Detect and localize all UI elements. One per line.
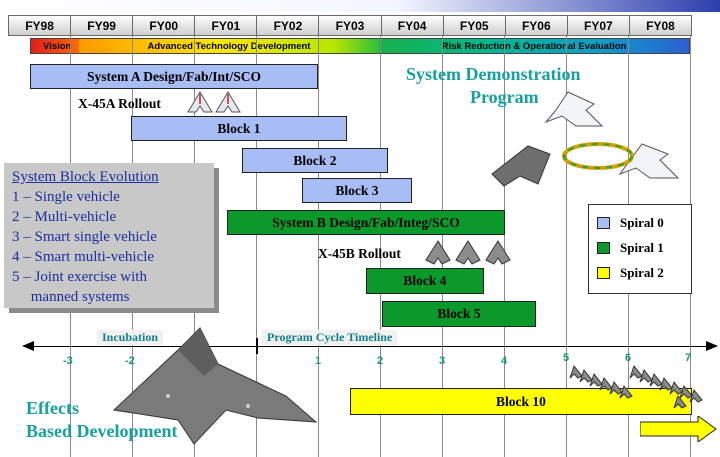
legend-swatch [597,242,610,254]
incubation-label: Incubation [97,330,164,345]
fy-cell: FY06 [506,16,568,35]
evolution-item: 3 – Smart single vehicle [12,229,157,245]
x45b-rollout-label: X-45B Rollout [318,246,401,261]
grid-line [318,36,319,457]
timeline-tick: 1 [315,355,322,367]
demo-title-line1: System Demonstration [406,64,581,84]
demonstration-aircraft-illustration [491,91,680,187]
fy-cell: FY08 [646,18,675,33]
yellow-arrow-icon [640,416,717,442]
phase-vision: Vision [31,39,79,53]
block-10-bar: Block 10 [350,388,692,415]
evolution-item: 4 – Smart multi-vehicle [12,249,155,265]
system-block-evolution-box: System Block Evolution 1 – Single vehicl… [4,163,214,308]
timeline-axis [28,346,716,347]
block-5-bar: Block 5 [382,301,536,327]
timeline-divider [256,338,258,354]
grid-line [504,36,505,457]
legend-label: Spiral 1 [620,240,664,255]
x45b-aircraft-icon [425,240,511,265]
timeline-tick: 5 [563,352,570,364]
evolution-item: manned systems [12,289,130,305]
evolution-item: 5 – Joint exercise with [12,269,147,285]
block-3-bar: Block 3 [302,178,412,203]
x45a-aircraft-icon [187,91,241,113]
block-2-bar: Block 2 [242,148,388,173]
fy-cell: FY00 [133,16,196,35]
evolution-item: 1 – Single vehicle [12,189,120,205]
legend-item: Spiral 1 [597,240,664,256]
legend: Spiral 0 Spiral 1 Spiral 2 [588,204,692,294]
effects-title-line1: Effects [26,398,79,418]
block-1-bar: Block 1 [131,116,347,141]
timeline-tick: 7 [685,352,692,364]
system-a-bar: System A Design/Fab/Int/SCO [30,64,318,89]
grid-line [566,36,567,457]
evolution-item: 2 – Multi-vehicle [12,209,117,225]
fy-cell: FY05 [444,16,506,35]
legend-swatch [597,267,610,279]
timeline-tick: 2 [377,355,384,367]
effects-title-line2: Based Development [26,421,178,441]
timeline-tick: 4 [501,355,508,367]
fiscal-year-header: FY98 FY99 FY00 FY01 FY02 FY03 FY04 FY05 … [8,15,692,36]
fy-cell: FY98 [9,16,72,35]
timeline-tick: -3 [63,355,73,367]
aircraft-swarm-icon [569,364,703,409]
phase-advanced-technology-development: Advanced Technology Development [79,39,379,53]
fy-cell: FY02 [257,16,320,35]
fy-cell: FY07 [568,16,630,35]
timeline-arrows [22,341,718,351]
legend-item: Spiral 2 [597,265,664,281]
large-aircraft-illustration [112,327,318,445]
block-4-bar: Block 4 [366,268,484,294]
timeline-tick: 3 [439,355,446,367]
grid-line [256,36,257,457]
phase-risk-reduction: Risk Reduction & Operational Evaluation [379,39,689,53]
timeline-tick: 6 [625,352,632,364]
timeline-tick: -2 [125,355,135,367]
fy-cell: FY03 [319,16,382,35]
grid-line [380,36,381,457]
legend-swatch [597,217,610,229]
system-b-bar: System B Design/Fab/Integ/SCO [227,210,505,235]
fy-cell: FY99 [71,16,134,35]
legend-label: Spiral 2 [620,265,664,280]
evolution-title: System Block Evolution [12,169,159,185]
fy-cell: FY04 [382,16,444,35]
fy-cell: FY01 [195,16,258,35]
legend-item: Spiral 0 [597,215,664,231]
header-gradient [0,0,720,12]
demo-title-line2: Program [470,87,539,107]
legend-label: Spiral 0 [620,215,664,230]
program-cycle-timeline-label: Program Cycle Timeline [262,330,398,345]
x45a-rollout-label: X-45A Rollout [78,96,161,111]
grid-line [442,36,443,457]
phase-bar: Vision Advanced Technology Development R… [30,38,690,54]
